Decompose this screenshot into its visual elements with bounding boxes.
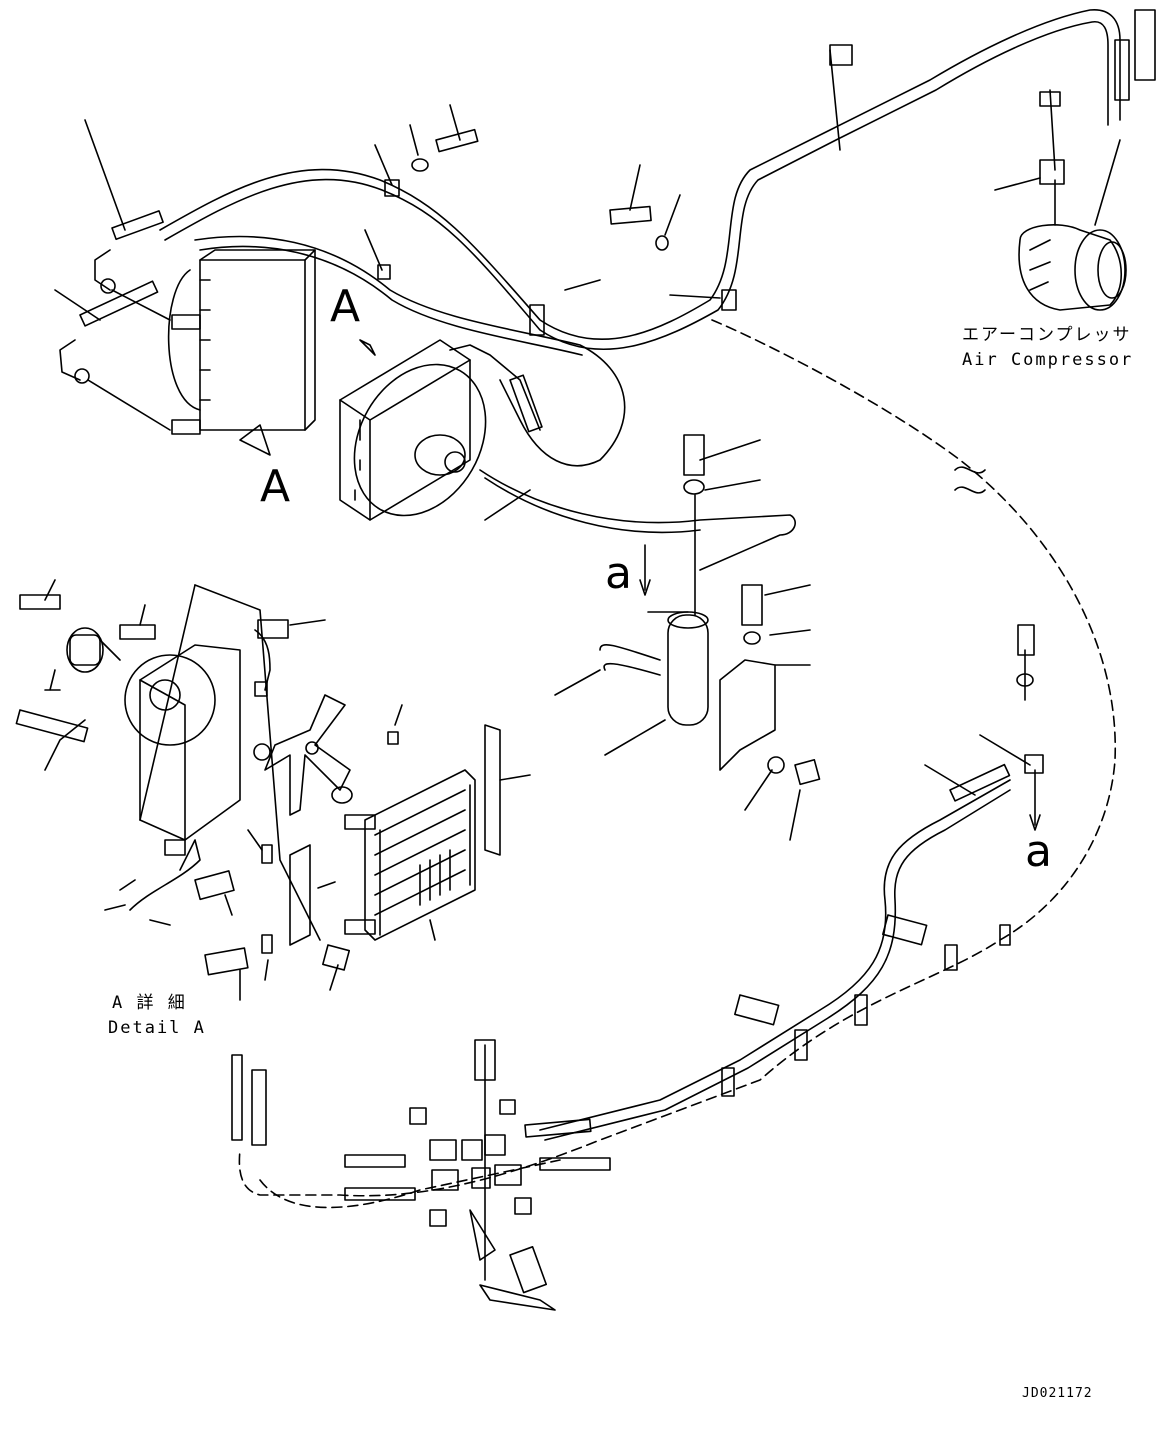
air-compressor-label-jp: エアーコンプレッサ bbox=[962, 325, 1132, 345]
break-mark bbox=[954, 466, 986, 494]
lower-clamps bbox=[721, 914, 1011, 1097]
condenser-unit-left bbox=[167, 249, 316, 456]
dashed-routing bbox=[238, 319, 1116, 1209]
section-label-a-pipe: a bbox=[1025, 826, 1052, 877]
detail-a-brackets bbox=[204, 829, 436, 1001]
air-compressor-label-en: Air Compressor bbox=[962, 350, 1134, 370]
view-arrow-label-top: A bbox=[330, 281, 361, 332]
upper-pipe-run bbox=[159, 9, 1121, 571]
detail-a-label-jp: A 詳 細 bbox=[112, 993, 187, 1013]
lower-fittings bbox=[231, 1039, 611, 1311]
detail-a-condenser-core bbox=[344, 704, 531, 941]
detail-a-label-en: Detail A bbox=[108, 1018, 206, 1038]
drawing-code: JD021172 bbox=[1022, 1386, 1093, 1401]
lower-pipe-run bbox=[524, 624, 1044, 1141]
section-label-a-receiver: a bbox=[605, 548, 632, 599]
air-compressor bbox=[1018, 139, 1127, 311]
receiver-drier bbox=[484, 434, 821, 841]
detail-a-fan-blade bbox=[253, 694, 353, 816]
detail-a-harness bbox=[104, 619, 326, 926]
view-arrow-label-left: A bbox=[260, 461, 291, 512]
fan-condenser-unit bbox=[339, 339, 543, 521]
left-hoses bbox=[54, 119, 171, 431]
detail-a-fan-shroud bbox=[15, 579, 321, 941]
upper-fasteners bbox=[364, 9, 1156, 336]
